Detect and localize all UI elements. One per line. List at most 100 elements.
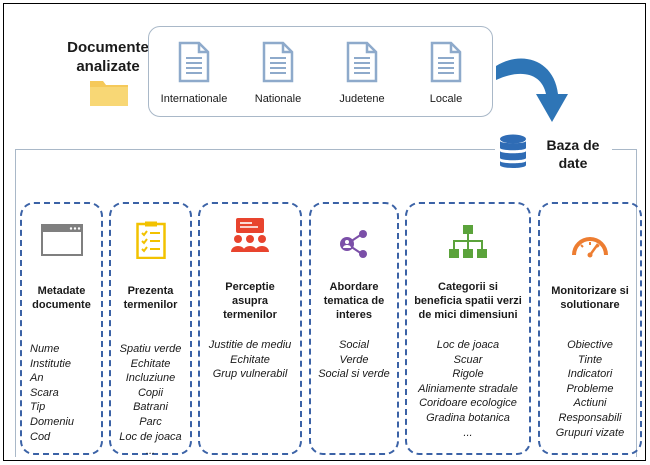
document-international: Internationale xyxy=(149,41,239,105)
list-item: Parc xyxy=(139,415,162,428)
list-item: Institutie xyxy=(30,357,71,370)
list-item: Batrani xyxy=(133,401,168,414)
list-item: Nume xyxy=(30,343,60,355)
column-title-line: beneficia spatii verzi xyxy=(414,295,522,307)
column-title-line: Perceptie xyxy=(225,281,275,293)
list-item: Tinte xyxy=(577,353,603,366)
column-title-line: solutionare xyxy=(560,299,620,311)
document-icon xyxy=(401,41,491,83)
column-title: Abordare tematica de interes xyxy=(315,280,393,322)
folder-icon xyxy=(89,77,129,112)
column-items: Loc de joaca Scuar Rigole Aliniamente st… xyxy=(411,338,525,440)
list-item: Loc de joaca xyxy=(119,430,182,443)
hierarchy-icon xyxy=(407,222,529,262)
document-label: Internationale xyxy=(160,93,228,105)
curved-arrow-icon xyxy=(492,54,582,131)
list-item: ... xyxy=(145,445,156,458)
column-title-line: documente xyxy=(32,299,91,311)
list-item: Grupuri vizate xyxy=(555,426,625,439)
list-item: Spatiu verde xyxy=(119,343,182,355)
list-item: Coridoare ecologice xyxy=(419,397,517,410)
column-title-line: de mici dimensiuni xyxy=(418,309,518,321)
column-title-line: Prezenta xyxy=(127,285,174,297)
column-items: Spatiu verde Echitate Incluziune Copii B… xyxy=(115,342,186,459)
list-item: Verde xyxy=(339,353,369,366)
column-title-line: Abordare xyxy=(329,281,379,293)
container-top-line-left xyxy=(15,149,495,150)
documents-title-line1: Documente xyxy=(67,39,149,56)
column-items: Justitie de mediu Echitate Grup vulnerab… xyxy=(204,338,296,382)
list-item: Echitate xyxy=(130,357,171,370)
browser-window-icon xyxy=(22,220,101,260)
column-metadata: Metadate documente Nume Institutie An Sc… xyxy=(20,202,103,455)
column-title-line: Monitorizare si xyxy=(551,285,629,297)
column-title-line: asupra xyxy=(231,295,269,307)
documents-title-line2: analizate xyxy=(76,58,140,75)
document-icon xyxy=(149,41,239,83)
list-item: An xyxy=(30,372,44,385)
container-top-line-right xyxy=(612,149,636,150)
document-label: Locale xyxy=(429,93,463,105)
list-item: Copii xyxy=(137,386,164,399)
document-label: Judetene xyxy=(339,93,385,105)
column-title: Monitorizare si solutionare xyxy=(544,284,636,312)
column-monitoring: Monitorizare si solutionare Obiective Ti… xyxy=(538,202,642,455)
column-items: Nume Institutie An Scara Tip Domeniu Cod xyxy=(26,342,97,444)
list-item: Grup vulnerabil xyxy=(212,368,288,381)
list-item: Scuar xyxy=(453,353,483,366)
list-item: Tip xyxy=(30,401,46,414)
list-item: Aliniamente stradale xyxy=(418,382,518,395)
document-icon xyxy=(233,41,323,83)
column-title-line: termenilor xyxy=(223,309,277,321)
container-right-line xyxy=(636,149,637,457)
list-item: Indicatori xyxy=(567,368,613,381)
column-title: Perceptie asupra termenilor xyxy=(204,280,296,322)
list-item: Scara xyxy=(30,386,59,399)
list-item: Obiective xyxy=(567,339,613,351)
database-title-line2: date xyxy=(558,155,588,171)
column-perception: Perceptie asupra termenilor Justitie de … xyxy=(198,202,302,455)
share-nodes-icon xyxy=(311,224,397,264)
column-title: Categorii si beneficia spatii verzi de m… xyxy=(411,280,525,322)
document-county: Judetene xyxy=(317,41,407,105)
document-local: Locale xyxy=(401,41,491,105)
list-item: Loc de joaca xyxy=(436,339,500,351)
checklist-icon xyxy=(111,220,190,260)
list-item: Incluziune xyxy=(125,372,176,385)
list-item: Cod xyxy=(30,430,51,443)
list-item: Actiuni xyxy=(573,397,607,410)
list-item: Domeniu xyxy=(30,415,75,428)
list-item: Responsabili xyxy=(558,411,622,424)
list-item: ... xyxy=(463,426,473,439)
column-presence: Prezenta termenilor Spatiu verde Echitat… xyxy=(109,202,192,457)
documents-title: Documente analizate xyxy=(62,38,154,76)
list-item: Gradina botanica xyxy=(426,411,510,424)
column-title-line: Metadate xyxy=(37,285,86,297)
diagram-frame xyxy=(3,3,646,461)
database-icon xyxy=(498,134,528,175)
list-item: Justitie de mediu xyxy=(208,339,292,351)
document-national: Nationale xyxy=(233,41,323,105)
documents-box: Internationale Nationale Judetene Locale xyxy=(148,26,493,117)
list-item: Social xyxy=(339,339,369,351)
document-icon xyxy=(317,41,407,83)
list-item: Echitate xyxy=(230,353,270,366)
column-title: Metadate documente xyxy=(26,284,97,312)
column-items: Obiective Tinte Indicatori Probleme Acti… xyxy=(544,338,636,440)
container-left-line xyxy=(15,149,16,457)
gauge-icon xyxy=(540,226,640,266)
column-title-line: tematica de xyxy=(323,295,385,307)
list-item: Rigole xyxy=(452,368,484,381)
column-thematic: Abordare tematica de interes Social Verd… xyxy=(309,202,399,455)
column-categories: Categorii si beneficia spatii verzi de m… xyxy=(405,202,531,455)
document-label: Nationale xyxy=(254,93,302,105)
database-title-line1: Baza de xyxy=(546,137,600,153)
audience-presentation-icon xyxy=(200,216,300,256)
column-title-line: Categorii si xyxy=(438,281,498,293)
list-item: Probleme xyxy=(566,382,614,395)
column-title: Prezenta termenilor xyxy=(115,284,186,312)
database-title: Baza de date xyxy=(538,136,608,172)
column-items: Social Verde Social si verde xyxy=(315,338,393,382)
column-title-line: termenilor xyxy=(123,299,178,311)
list-item: Social si verde xyxy=(318,368,390,381)
